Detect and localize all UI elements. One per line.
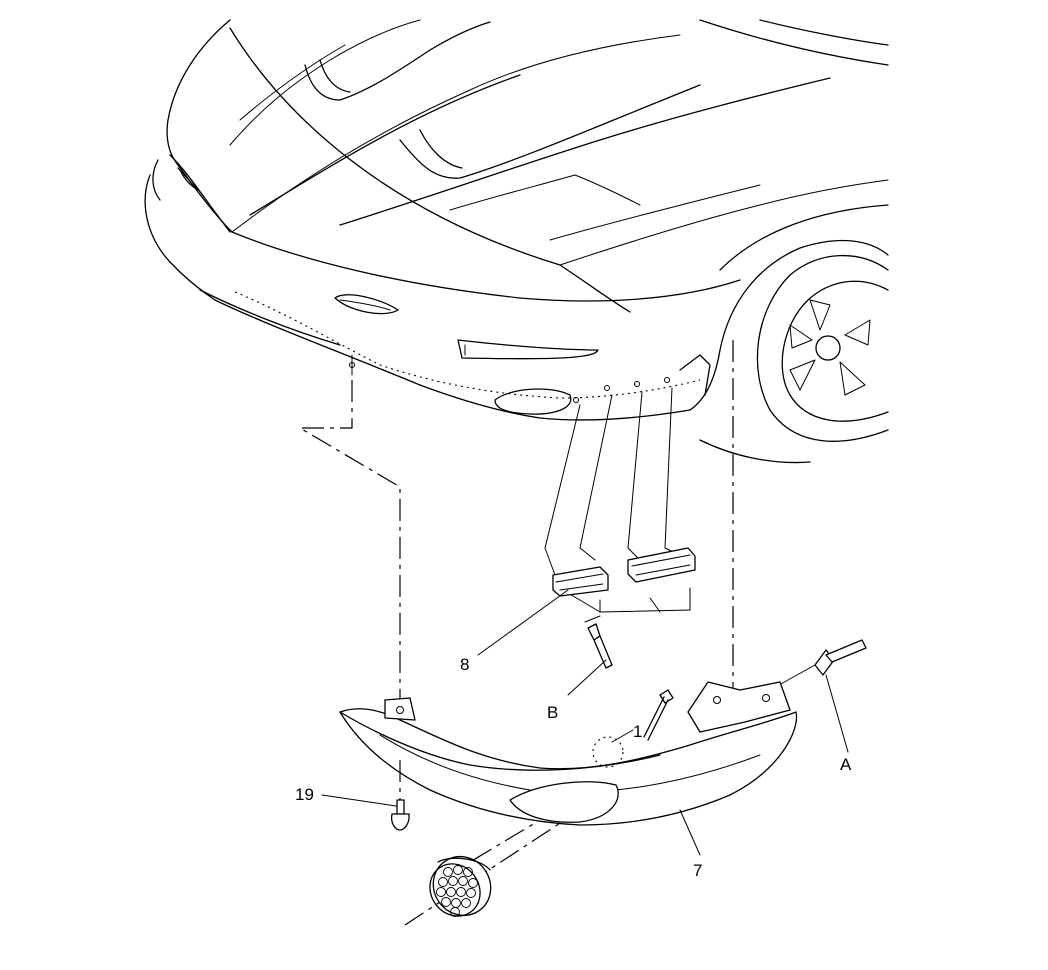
- push-rivet-19: [390, 760, 410, 831]
- push-pin-b: [584, 615, 613, 669]
- retainer-right: [627, 547, 696, 583]
- callout-1: 1: [633, 722, 642, 741]
- callout-7: 7: [693, 861, 702, 880]
- callout-b: B: [547, 703, 558, 722]
- rivet-a: [769, 639, 867, 691]
- car-front-body: [144, 19, 889, 464]
- assembly-leader-lines: [297, 340, 734, 926]
- vent-grille: [429, 855, 492, 917]
- retainer-left: [552, 566, 609, 597]
- callout-leaders: [321, 589, 849, 856]
- callout-8: 8: [460, 655, 469, 674]
- bolt-center: [643, 689, 674, 741]
- callout-19: 19: [295, 785, 314, 804]
- air-deflector: [339, 681, 798, 826]
- callout-a: A: [840, 755, 852, 774]
